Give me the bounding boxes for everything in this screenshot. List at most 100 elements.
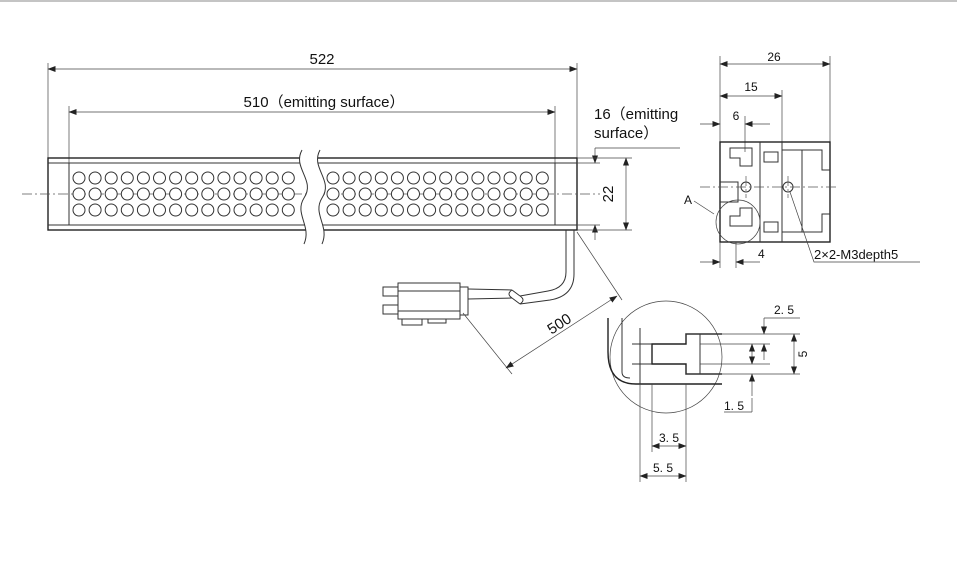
led-hole: [153, 203, 166, 217]
side-view: 26 15 6 A 4: [684, 50, 920, 268]
led-hole: [487, 187, 501, 201]
led-hole: [201, 171, 215, 185]
dim-side-6: 6: [733, 109, 740, 123]
led-hole: [390, 187, 404, 201]
dim-detail-5-5: 5. 5: [653, 461, 673, 475]
led-hole: [439, 187, 453, 201]
led-hole: [104, 187, 118, 201]
led-hole: [535, 171, 549, 185]
led-hole: [217, 171, 231, 185]
side-profile: [719, 141, 831, 243]
led-hole: [249, 203, 263, 217]
led-hole: [153, 187, 166, 201]
led-hole: [439, 171, 453, 185]
dim-side-width: 26: [767, 50, 781, 64]
led-hole: [281, 203, 295, 217]
led-hole: [136, 171, 150, 185]
led-hole: [169, 171, 183, 185]
led-hole: [342, 187, 356, 201]
dim-side-15: 15: [744, 80, 758, 94]
detail-a-view: 2. 5 5 1. 5 3. 5 5. 5: [607, 300, 810, 482]
led-hole: [407, 187, 420, 201]
led-hole: [326, 171, 340, 185]
led-hole: [88, 203, 102, 217]
dim-detail-1-5: 1. 5: [724, 399, 744, 413]
led-hole: [455, 171, 469, 185]
led-hole: [503, 203, 517, 217]
led-hole: [233, 203, 247, 217]
led-hole: [249, 187, 263, 201]
led-hole: [342, 203, 356, 217]
led-hole: [519, 203, 533, 217]
led-hole: [169, 187, 183, 201]
led-hole: [535, 187, 549, 201]
led-hole: [503, 187, 517, 201]
led-hole: [185, 187, 199, 201]
led-hole: [519, 171, 533, 185]
led-hole: [455, 203, 469, 217]
led-hole: [136, 187, 150, 201]
led-hole: [423, 187, 437, 201]
led-hole: [88, 171, 102, 185]
led-hole: [519, 187, 533, 201]
led-hole: [423, 203, 437, 217]
cable-assembly: 500: [382, 230, 623, 375]
led-hole: [72, 203, 86, 217]
led-hole: [326, 187, 340, 201]
detail-a-enlarged: [609, 300, 723, 414]
dim-body-height: 22: [600, 186, 617, 203]
led-hole: [423, 171, 437, 185]
led-hole: [374, 187, 388, 201]
dim-overall-length: 522: [309, 51, 334, 68]
led-hole: [169, 203, 183, 217]
led-hole: [249, 171, 263, 185]
led-hole: [407, 171, 420, 185]
led-hole: [233, 171, 247, 185]
led-hole: [439, 203, 453, 217]
led-hole: [185, 171, 199, 185]
dim-line-500: [505, 295, 618, 369]
led-hole: [153, 171, 166, 185]
led-hole: [88, 187, 102, 201]
dim-emitting-width-line1: 16（emitting: [594, 106, 678, 123]
led-hole: [358, 171, 372, 185]
led-hole: [358, 203, 372, 217]
led-hole: [374, 171, 388, 185]
led-hole: [471, 171, 485, 185]
led-hole: [233, 187, 247, 201]
led-hole: [265, 187, 279, 201]
led-hole: [217, 187, 231, 201]
led-hole: [72, 171, 86, 185]
led-hole: [471, 187, 485, 201]
led-hole: [104, 171, 118, 185]
front-view: 522 510（emitting surface）: [22, 51, 600, 245]
tapped-hole-note: 2×2-M3depth5: [814, 247, 898, 262]
led-hole: [217, 203, 231, 217]
led-hole: [201, 187, 215, 201]
led-hole: [455, 187, 469, 201]
led-hole: [265, 203, 279, 217]
break-gap: [299, 150, 326, 244]
led-hole: [390, 203, 404, 217]
led-hole: [72, 187, 86, 201]
led-hole: [281, 187, 295, 201]
led-hole: [120, 187, 134, 201]
dim-detail-5: 5: [796, 350, 810, 357]
led-hole: [201, 203, 215, 217]
led-hole: [342, 171, 356, 185]
connector: [382, 282, 469, 326]
led-hole: [120, 203, 134, 217]
dim-detail-3-5: 3. 5: [659, 431, 679, 445]
led-hole: [503, 171, 517, 185]
led-hole: [535, 203, 549, 217]
led-hole: [358, 187, 372, 201]
led-hole: [265, 171, 279, 185]
dim-detail-2-5: 2. 5: [774, 303, 794, 317]
led-hole: [487, 203, 501, 217]
dim-emitting-length: 510（emitting surface）: [244, 94, 405, 111]
dim-side-4: 4: [758, 247, 765, 261]
led-hole: [281, 171, 295, 185]
led-hole: [136, 203, 150, 217]
led-hole: [120, 171, 134, 185]
led-hole: [104, 203, 118, 217]
